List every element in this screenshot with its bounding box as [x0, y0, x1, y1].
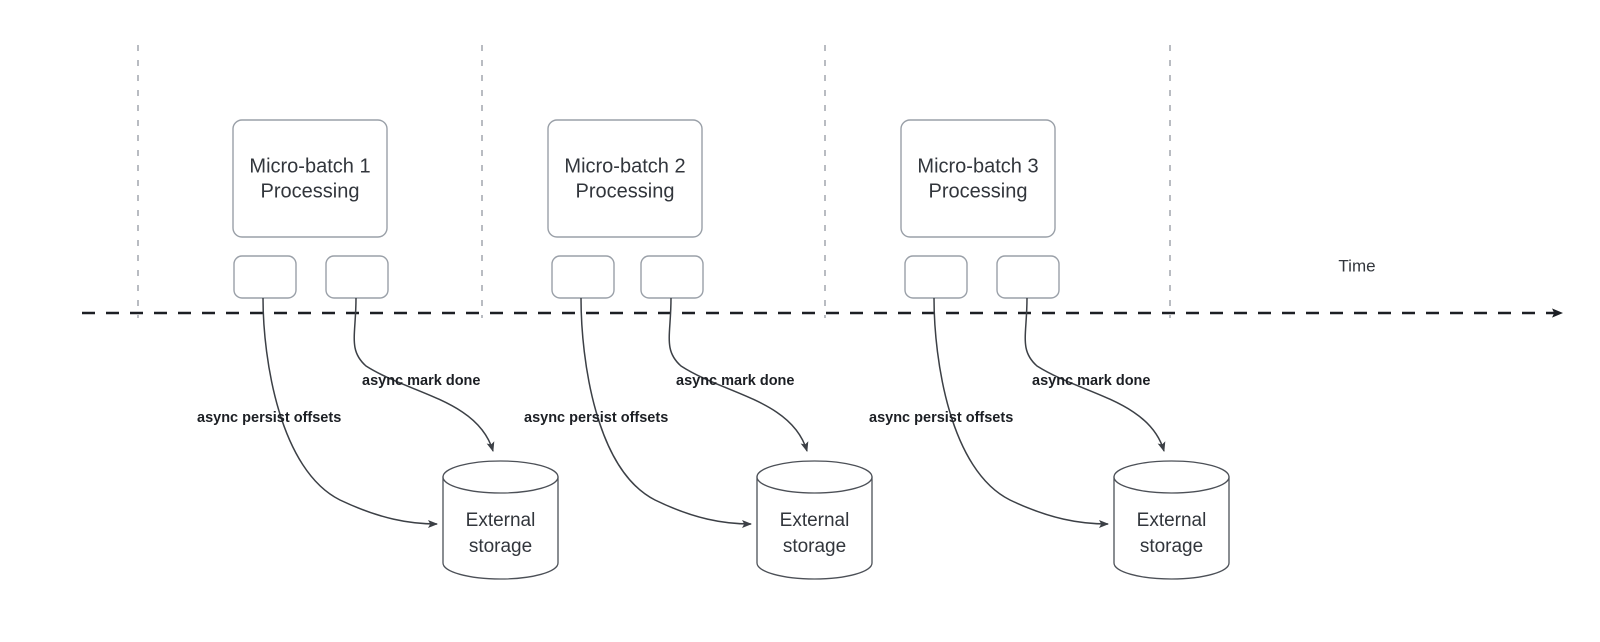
micro-batch-box-1[interactable] — [232, 119, 388, 238]
external-storage-2[interactable]: External storage — [756, 460, 873, 580]
edge-label-persist-offsets-1: async persist offsets — [197, 410, 341, 426]
edge-label-mark-done-3: async mark done — [1032, 373, 1150, 389]
external-storage-label-2-line1: External — [780, 510, 850, 531]
task-box-2b[interactable] — [640, 255, 704, 299]
edge-label-persist-offsets-3: async persist offsets — [869, 410, 1013, 426]
edge-label-persist-offsets-2: async persist offsets — [524, 410, 668, 426]
edge-persist-offsets-3 — [933, 297, 1109, 528]
micro-batch-label-3-line2: Processing — [929, 180, 1028, 202]
task-box-3a[interactable] — [904, 255, 968, 299]
task-box-1a[interactable] — [233, 255, 297, 299]
external-storage-3[interactable]: External storage — [1113, 460, 1230, 580]
micro-batch-label-2-line2: Processing — [576, 180, 675, 202]
external-storage-label-1-line1: External — [466, 510, 536, 531]
group-1: Micro-batch 1 Processing External storag… — [197, 119, 559, 580]
edge-label-mark-done-1: async mark done — [362, 373, 480, 389]
micro-batch-label-2-line1: Micro-batch 2 — [564, 155, 685, 177]
task-box-2a[interactable] — [551, 255, 615, 299]
external-storage-label-1-line2: storage — [469, 536, 532, 557]
group-2: Micro-batch 2 Processing External storag… — [524, 119, 873, 580]
micro-batch-box-2[interactable] — [547, 119, 703, 238]
micro-batch-label-1-line1: Micro-batch 1 — [249, 155, 370, 177]
time-axis-label: Time — [1338, 256, 1375, 275]
edge-persist-offsets-2 — [580, 297, 752, 528]
timeline-tick-group — [137, 45, 1171, 318]
external-storage-label-2-line2: storage — [783, 536, 846, 557]
edge-mark-done-3 — [1024, 297, 1166, 452]
external-storage-label-3-line1: External — [1137, 510, 1207, 531]
group-3: Micro-batch 3 Processing External storag… — [869, 119, 1230, 580]
task-box-3b[interactable] — [996, 255, 1060, 299]
task-box-1b[interactable] — [325, 255, 389, 299]
edge-mark-done-2 — [668, 297, 809, 452]
micro-batch-label-1-line2: Processing — [261, 180, 360, 202]
edge-mark-done-1 — [353, 297, 495, 452]
external-storage-1[interactable]: External storage — [442, 460, 559, 580]
external-storage-label-3-line2: storage — [1140, 536, 1203, 557]
edge-label-mark-done-2: async mark done — [676, 373, 794, 389]
edge-persist-offsets-1 — [262, 297, 438, 528]
micro-batch-box-3[interactable] — [900, 119, 1056, 238]
micro-batch-label-3-line1: Micro-batch 3 — [917, 155, 1038, 177]
